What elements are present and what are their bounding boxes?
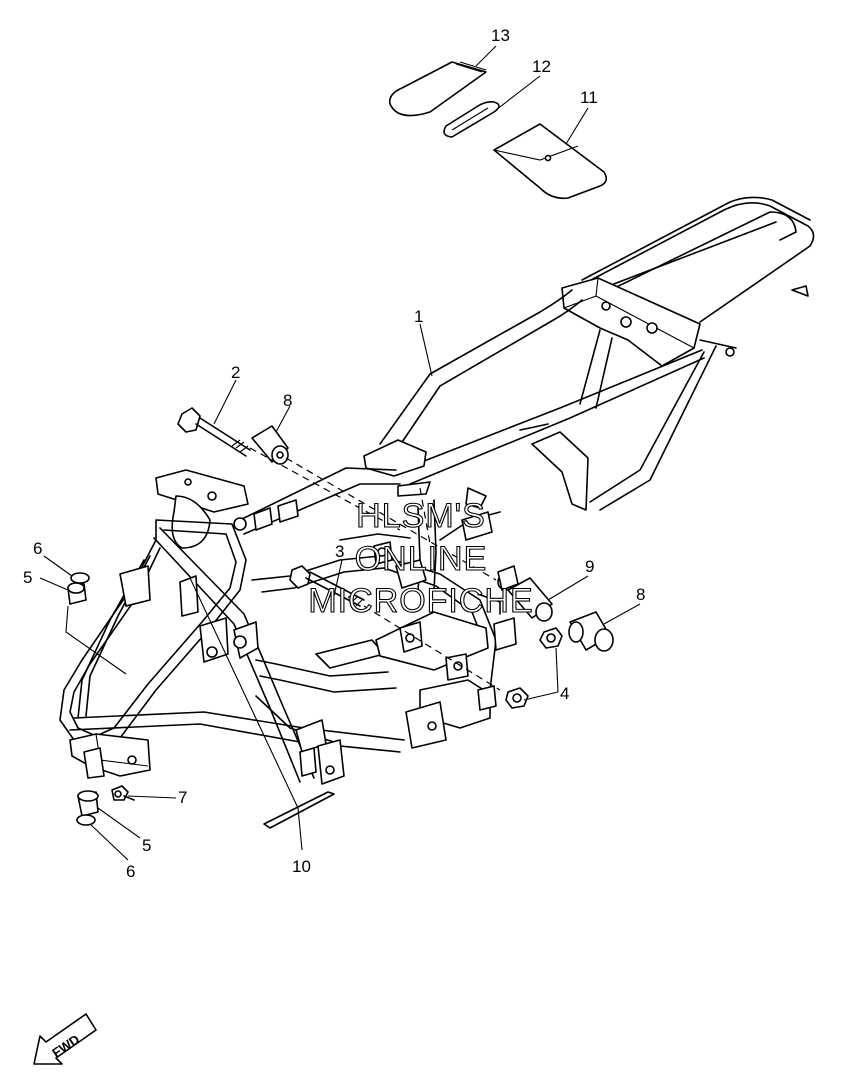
callout-1: 1	[414, 307, 423, 326]
callout-2: 2	[231, 363, 240, 382]
part-5-damper-upper	[67, 582, 87, 605]
part-8-spacer-lower	[568, 611, 614, 652]
watermark: HLSM'S ONLINE MICROFICHE	[308, 496, 533, 620]
part-9-spacer	[507, 577, 553, 622]
part-3-bolt	[289, 565, 365, 607]
callout-3: 3	[335, 542, 344, 561]
callout-4: 4	[560, 684, 569, 703]
callout-9: 9	[585, 557, 594, 576]
callout-5-upper: 5	[23, 568, 32, 587]
fwd-arrow-badge: FWD	[33, 1013, 97, 1065]
callout-7: 7	[178, 788, 187, 807]
callout-6-lower: 6	[126, 862, 135, 881]
watermark-line-3: MICROFICHE	[308, 582, 533, 620]
part-12-band	[443, 101, 500, 138]
assembly-dashed-lines	[249, 447, 501, 691]
callout-8-lower: 8	[636, 585, 645, 604]
part-7-bolt	[111, 785, 135, 801]
callout-6-upper: 6	[33, 539, 42, 558]
callout-11: 11	[580, 88, 598, 107]
leader-lines	[39, 45, 641, 861]
watermark-line-2: ONLINE	[355, 540, 488, 578]
callout-12: 12	[532, 57, 551, 76]
callout-13: 13	[491, 26, 510, 45]
part-5-damper-lower	[77, 790, 99, 817]
part-4-nuts	[505, 627, 563, 709]
part-10-label-strip	[263, 791, 335, 829]
watermark-line-1: HLSM'S	[356, 497, 486, 535]
callout-10: 10	[292, 857, 311, 876]
callout-5-lower: 5	[142, 836, 151, 855]
part-8-spacer-upper	[251, 425, 289, 465]
part-1-main-frame	[59, 196, 815, 785]
callout-8-upper: 8	[283, 391, 292, 410]
part-11-pouch	[493, 123, 608, 200]
part-6-ring-upper	[70, 572, 90, 584]
part-2-long-bolt	[177, 407, 251, 457]
part-6-ring-lower	[76, 814, 96, 826]
part-13-tag	[388, 61, 487, 117]
callout-numbers: 13 12 11 1 2 8 3 9 8 4 6 5 7 5 6 10	[23, 26, 645, 881]
